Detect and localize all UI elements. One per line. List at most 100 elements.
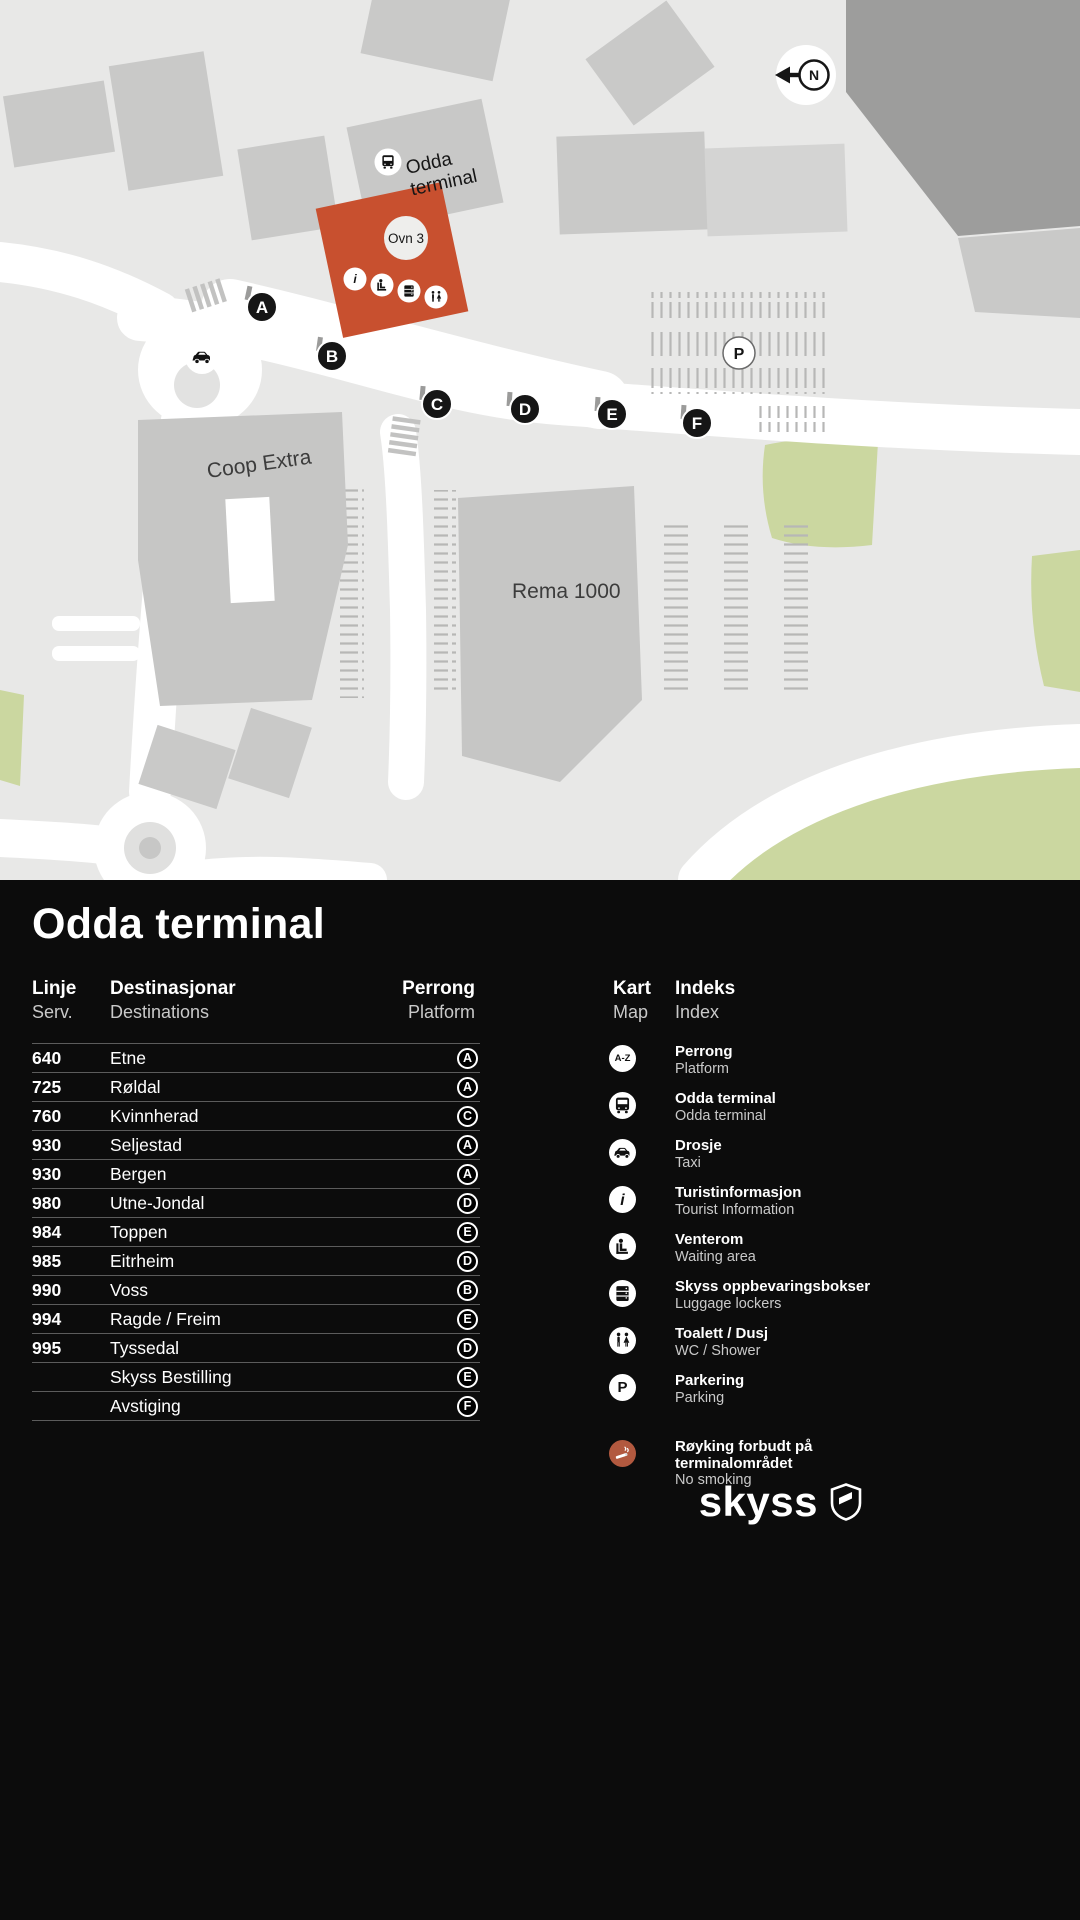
crosswalk — [387, 416, 421, 457]
side-road — [52, 646, 140, 661]
table-row: 990 Voss B — [32, 1275, 480, 1304]
terminal-hall — [315, 182, 469, 338]
large-building — [846, 0, 1080, 236]
destination: Etne — [110, 1047, 146, 1068]
parking-icon: P — [609, 1374, 636, 1401]
taxi-loop-island — [174, 362, 220, 408]
platform-badge: D — [457, 1192, 478, 1214]
rema-1000-building — [458, 486, 642, 782]
legend-label-no: Drosje — [675, 1137, 722, 1154]
destination: Skyss Bestilling — [110, 1366, 232, 1387]
north-label: N — [809, 67, 819, 83]
legend-item: Toalett / Dusj WC / Shower — [609, 1325, 1059, 1359]
line-number: 930 — [32, 1134, 62, 1155]
legend-item: P Parkering Parking — [609, 1372, 1059, 1406]
destination: Kvinnherad — [110, 1105, 199, 1126]
line-number: 760 — [32, 1105, 62, 1126]
legend-label-no: Toalett / Dusj — [675, 1325, 769, 1342]
legend-index: Index — [675, 1002, 720, 1022]
terminal-hall-icons: Ovn 3 — [343, 216, 448, 309]
departures-table: Linje Serv. Destinasjonar Destinations P… — [32, 977, 480, 1421]
platform-badge: D — [457, 1250, 478, 1272]
taxi-stand — [185, 340, 219, 374]
table-row: 640 Etne A — [32, 1043, 480, 1072]
legend-kart: Kart — [613, 978, 652, 999]
platform-badge: B — [457, 1279, 478, 1301]
col-platform-en: Platform — [407, 1002, 475, 1022]
legend-label-en: Luggage lockers — [675, 1295, 782, 1312]
destination: Seljestad — [110, 1134, 182, 1155]
destination: Utne-Jondal — [110, 1192, 205, 1213]
destination: Voss — [110, 1279, 148, 1300]
waiting-area-icon — [609, 1233, 636, 1260]
legend-label-en: Tourist Information — [675, 1201, 795, 1218]
legend-label-en: No smoking — [675, 1472, 752, 1488]
platform-badge: A — [457, 1163, 478, 1185]
platform-marker-a: A — [246, 291, 278, 323]
table-row: 930 Bergen A — [32, 1159, 480, 1188]
buildings — [2, 0, 1080, 810]
legend-label-no: Perrong — [675, 1043, 733, 1060]
line-number: 985 — [32, 1250, 62, 1271]
svg-text:E: E — [606, 405, 617, 424]
map-legend: Kart Map Indeks Index A-Z Perrong Platfo… — [609, 977, 1059, 1504]
legend-label-no: Venterom — [675, 1231, 744, 1248]
legend-item: A-Z Perrong Platform — [609, 1043, 1059, 1077]
table-row: 725 Røldal A — [32, 1072, 480, 1101]
line-number: 984 — [32, 1221, 62, 1242]
line-number: 994 — [32, 1308, 62, 1329]
col-line-no: Linje — [32, 978, 77, 999]
table-header: Linje Serv. Destinasjonar Destinations P… — [32, 977, 480, 1024]
legend-label-no: Odda terminal — [675, 1090, 776, 1107]
north-arrow: N — [775, 45, 836, 105]
rema-1000-label: Rema 1000 — [512, 580, 621, 603]
parking-marker: P — [722, 336, 756, 370]
info-icon — [609, 1186, 636, 1213]
legend-label-en: Parking — [675, 1389, 725, 1406]
skyss-logo: skyss — [0, 1478, 862, 1526]
platform-marker-c: C — [421, 388, 453, 420]
table-row: Skyss Bestilling E — [32, 1362, 480, 1391]
platform-badge: D — [457, 1337, 478, 1359]
side-road — [52, 616, 140, 631]
no-smoking-icon — [609, 1440, 636, 1467]
destination: Røldal — [110, 1076, 161, 1097]
coop-extra-building — [138, 412, 348, 706]
lockers-icon — [609, 1280, 636, 1307]
line-number: 995 — [32, 1337, 62, 1358]
platform-marker-d: D — [509, 393, 541, 425]
lockers-icon — [404, 285, 414, 297]
legend-item: Skyss oppbevaringsbokser Luggage lockers — [609, 1278, 1059, 1312]
platform-badge: E — [457, 1308, 478, 1330]
table-row: 985 Eitrheim D — [32, 1246, 480, 1275]
page-title: Odda terminal — [32, 900, 326, 948]
legend-item: Turistinformasjon Tourist Information — [609, 1184, 1059, 1218]
legend-label-no: Røyking forbudt på terminalområdet — [675, 1438, 813, 1472]
wc-icon — [609, 1327, 636, 1354]
legend-indeks: Indeks — [675, 978, 736, 999]
line-number: 640 — [32, 1047, 62, 1068]
legend-map: Map — [613, 1002, 649, 1022]
table-row: 980 Utne-Jondal D — [32, 1188, 480, 1217]
legend-label-no: Turistinformasjon — [675, 1184, 802, 1201]
skyss-wordmark: skyss — [698, 1478, 818, 1525]
oven-circle — [384, 216, 428, 260]
svg-text:C: C — [431, 395, 443, 414]
platform-marker-b: B — [316, 340, 348, 372]
legend-item: Drosje Taxi — [609, 1137, 1059, 1171]
table-row: 930 Seljestad A — [32, 1130, 480, 1159]
legend-label-en: Taxi — [675, 1154, 701, 1171]
platform-badge: E — [457, 1366, 478, 1388]
col-dest-en: Destinations — [110, 1002, 210, 1022]
crosswalk — [184, 278, 227, 313]
legend-item: Røyking forbudt på terminalområdet No sm… — [609, 1438, 1059, 1489]
svg-text:F: F — [692, 414, 702, 433]
legend-item: Venterom Waiting area — [609, 1231, 1059, 1265]
table-row: 995 Tyssedal D — [32, 1333, 480, 1362]
parking-icon: P — [734, 346, 745, 363]
info-panel: Odda terminal Linje Serv. Destinasjonar … — [0, 880, 1080, 1920]
line-number: 980 — [32, 1192, 62, 1213]
oven-label: Ovn 3 — [388, 231, 424, 246]
table-row: Avstiging F — [32, 1391, 480, 1420]
bus-icon — [609, 1092, 636, 1119]
